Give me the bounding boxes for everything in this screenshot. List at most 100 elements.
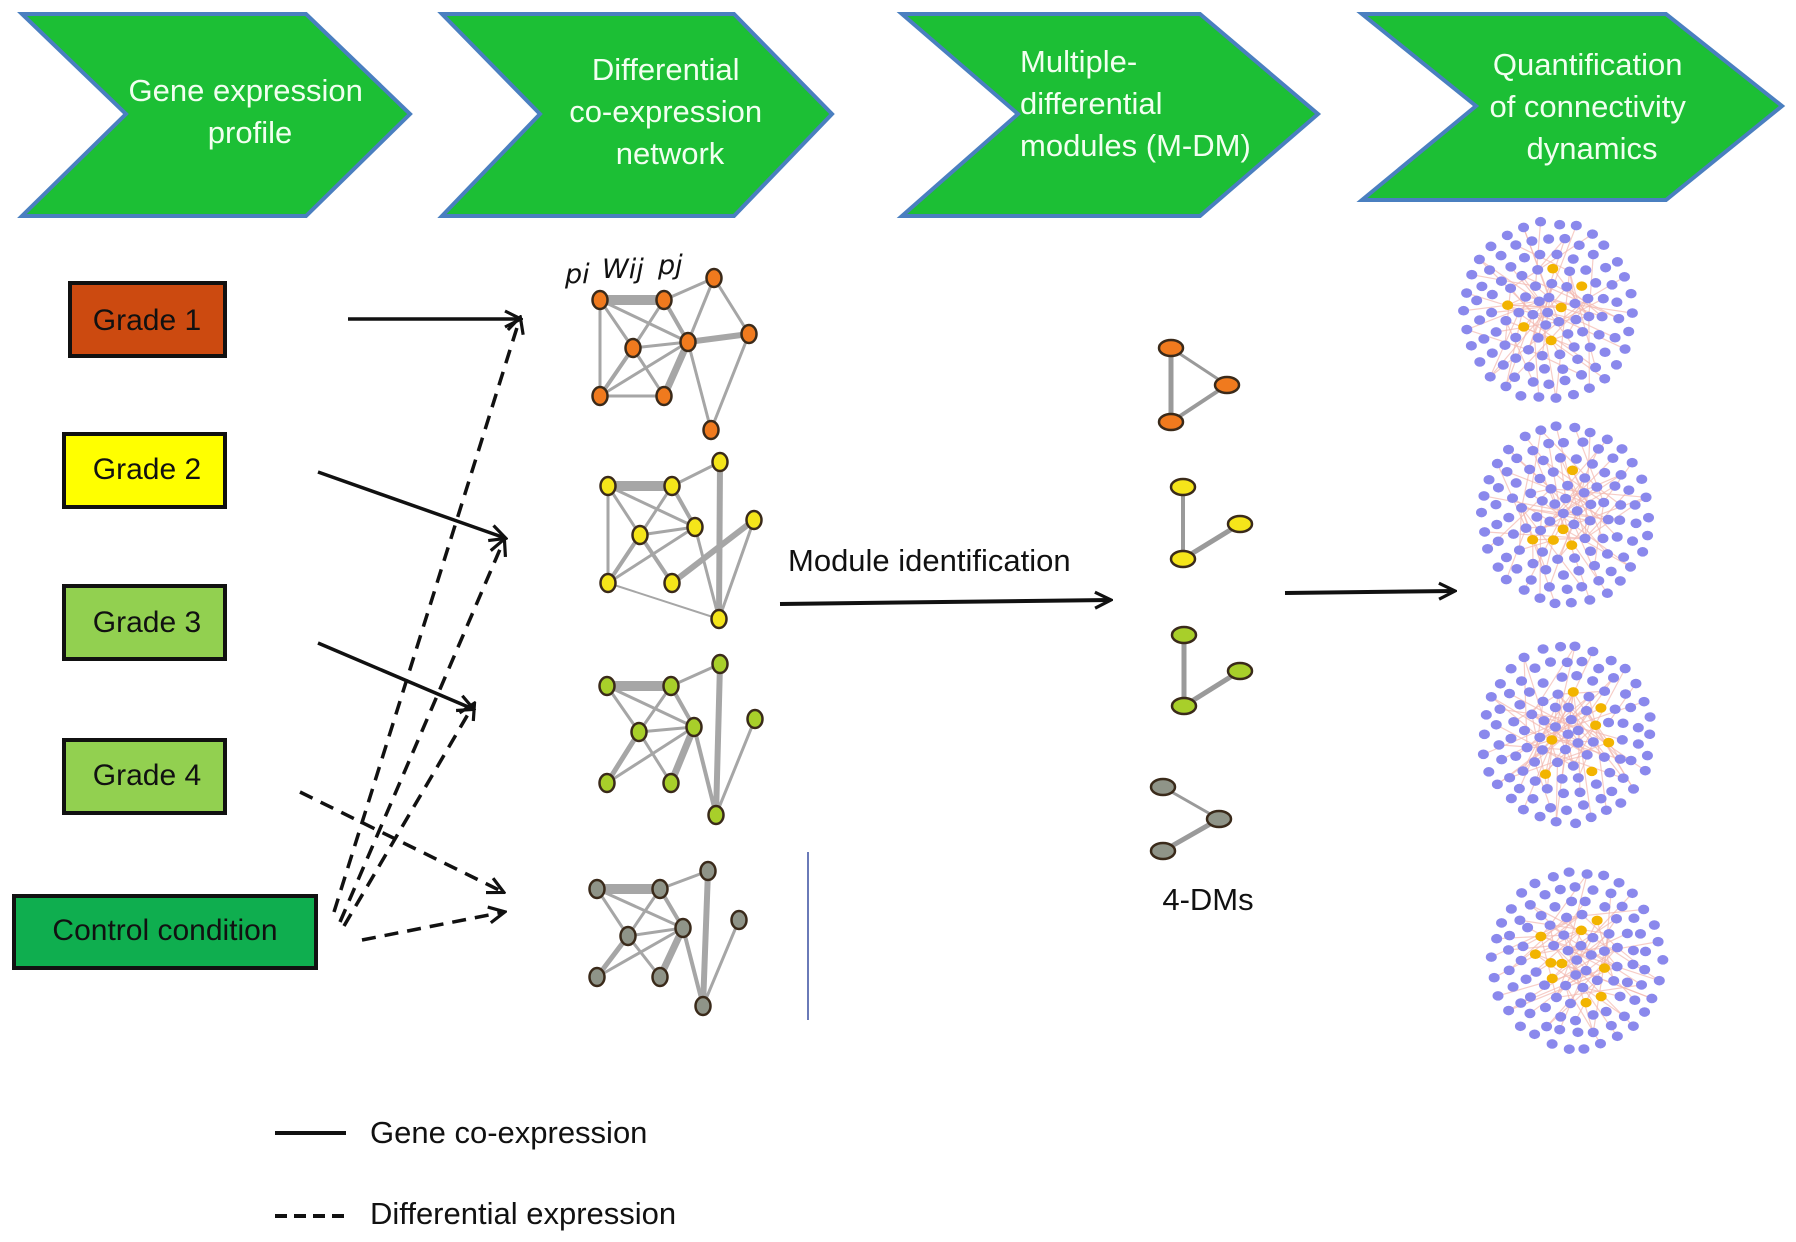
periphery-node [1515,955,1527,966]
periphery-node [1600,262,1612,273]
connectivity-edge [1539,530,1542,599]
periphery-node [1540,320,1552,330]
periphery-node [1461,288,1473,298]
periphery-node [1584,515,1596,526]
periphery-node [1500,315,1512,326]
network-edge [606,525,697,585]
network-edge [685,331,752,345]
periphery-node [1581,750,1593,760]
network-node [730,909,748,931]
hub-node [1595,991,1607,1002]
connectivity-edge [1553,945,1634,1027]
periphery-node [1526,709,1538,720]
periphery-node [1547,871,1559,882]
connectivity-edge [1505,320,1534,383]
connectivity-edge [1555,749,1567,822]
periphery-node [1569,882,1581,892]
periphery-node [1544,516,1556,527]
periphery-node [1529,878,1541,889]
differential-arrow-control-to-control [361,912,504,942]
periphery-node [1615,500,1627,510]
periphery-node [1494,678,1506,689]
periphery-node [1626,888,1638,899]
periphery-node [1559,375,1571,386]
hub-node [1535,931,1547,942]
periphery-node [1605,566,1617,577]
periphery-node [1614,754,1626,764]
module-identification-arrow [779,600,1110,604]
connectivity-edge [1490,696,1541,738]
periphery-node [1621,977,1633,988]
network-node [663,572,681,594]
module-3 [1170,625,1254,716]
hub-node [1527,534,1539,545]
periphery-node [1466,269,1478,280]
hub-node [1529,949,1541,960]
network-edge [714,717,757,817]
periphery-node [1572,1027,1584,1038]
connectivity-edge [1557,690,1605,695]
periphery-node [1614,576,1626,586]
periphery-node [1570,818,1582,829]
periphery-node [1577,800,1589,810]
legend-item-differential-expression: Differential expression [275,1196,676,1231]
periphery-node [1611,532,1623,542]
network-edge [681,926,705,1008]
periphery-node [1537,644,1549,654]
periphery-node [1500,574,1512,585]
connectivity-edge [1593,502,1605,566]
connectivity-edge [1586,710,1621,760]
periphery-node [1490,499,1502,510]
connectivity-edge [1559,457,1567,499]
periphery-node [1591,482,1603,492]
network-node [699,860,717,882]
periphery-node [1572,725,1584,736]
periphery-node [1501,466,1513,477]
periphery-node [1562,480,1574,491]
condition-control: Control condition [12,894,318,970]
step-quantification-of-connectivity-dynamics: Quantification of connectivity dynamics [1356,12,1786,202]
periphery-node [1594,1038,1606,1049]
periphery-node [1598,240,1610,251]
periphery-node [1614,515,1626,526]
periphery-node [1492,536,1504,547]
network-node [686,516,704,538]
periphery-node [1630,518,1642,529]
periphery-node [1587,676,1599,686]
periphery-node [1523,687,1535,697]
hub-node [1545,335,1557,346]
legend-item-gene-co-expression: Gene co-expression [275,1115,647,1150]
periphery-node [1652,936,1664,947]
control-network [588,860,748,1017]
differential-arrow-control-to-grade-1 [332,318,520,913]
periphery-node [1572,738,1584,748]
connectivity-edge [1522,914,1583,947]
periphery-node [1537,678,1549,688]
periphery-node [1527,558,1539,569]
periphery-node [1623,485,1635,495]
periphery-node [1599,902,1611,912]
connectivity-edge [1557,520,1591,560]
network-edge [713,661,723,818]
periphery-node [1486,348,1498,358]
periphery-node [1576,656,1588,667]
periphery-node [1593,329,1605,340]
periphery-node [1608,976,1620,986]
periphery-node [1625,288,1637,299]
condition-grade-4: Grade 4 [62,738,227,815]
periphery-node [1608,673,1620,683]
network-edge [595,926,685,979]
differential-arrow-control-to-grade-2 [338,540,504,923]
periphery-node [1550,393,1562,403]
quantification-arrow [1284,591,1454,593]
periphery-node [1584,546,1596,557]
periphery-node [1568,342,1580,352]
periphery-node [1539,1002,1551,1013]
periphery-node [1536,745,1548,755]
periphery-node [1557,508,1569,519]
periphery-node [1593,663,1605,674]
connectivity-edge [1530,430,1542,494]
connectivity-edge [1520,469,1531,509]
periphery-node [1513,783,1525,794]
periphery-node [1535,910,1547,921]
